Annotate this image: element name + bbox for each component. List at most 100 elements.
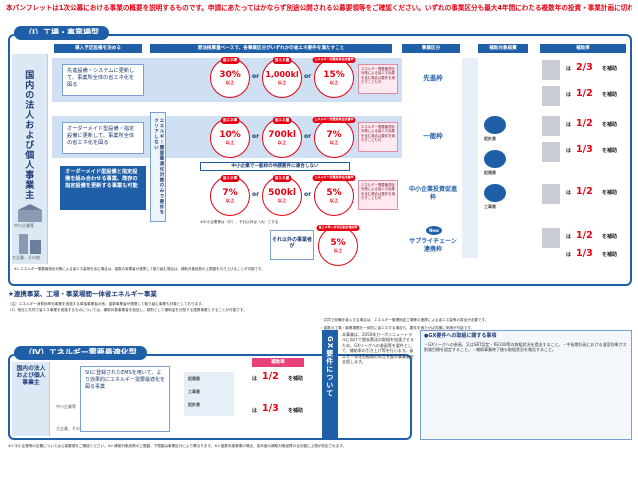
rate-suffix: を補助: [602, 252, 618, 258]
amount-label: 省エネ量: [272, 175, 292, 182]
rate-suffix: を補助: [602, 66, 618, 72]
s2-box: SIIに登録されたEMSを用いて、より効果的にエネルギー需要最適化を図る事業: [80, 366, 170, 432]
order-blue-box: オーダーメイド型設備と指定設備を組み合わせる事業、既存の指定設備を更新する事業も…: [60, 166, 146, 210]
suffix: 以上: [277, 199, 287, 204]
rate-value: 1/2: [576, 118, 593, 129]
row3-note: エネルギー需要最適化対策による省エネ効果を含む場合は要件を満たすことも可: [358, 180, 398, 210]
vertical-note-box: [150, 112, 166, 222]
category-advanced: 先進枠: [423, 74, 443, 82]
rate-suffix: を補助: [602, 234, 618, 240]
wa: は: [566, 190, 572, 196]
gx-label: GX要件について: [325, 336, 334, 398]
mid-band: 中小企業で一般枠の申請要件に適合しない: [200, 162, 350, 171]
building-icon: [542, 228, 560, 248]
rate-row: は 1/2 を補助: [540, 226, 626, 250]
s2-rate-suffix: を補助: [288, 408, 304, 414]
new-badge: New: [426, 226, 442, 235]
suffix: 以上: [277, 81, 287, 86]
intensity-label: エネルギー消費原単位改善率: [312, 175, 356, 181]
s2-equipment: 設備費: [188, 376, 200, 381]
rate-label: 省エネ率: [220, 57, 240, 64]
or-text: or: [252, 191, 260, 198]
intensity-label: エネルギー消費原単位改善率: [312, 57, 356, 63]
middle-text1: （注）エネルギー消費効率化事業を実施する単独事業者の他、複数事業者が連携して取り…: [8, 302, 205, 306]
or-text: or: [252, 73, 260, 80]
rate-value: 1/2: [576, 88, 593, 99]
row4-label: 省エネ率＋非化石割合増加率: [316, 225, 360, 231]
left-column: [12, 54, 48, 264]
rate-row: は 1/3 を補助: [540, 140, 626, 164]
building-icon: [542, 142, 560, 162]
header-criteria: 原油換算量ベースで、各事業区分がいずれかの省エネ要件を満たすこと: [150, 44, 392, 53]
rate-label: 省エネ率: [220, 117, 240, 124]
wa: は: [252, 408, 258, 414]
building-icon: [542, 184, 560, 204]
or-text: or: [252, 133, 260, 140]
s2-rate-row: は 1/3 を補助: [248, 402, 348, 422]
equipment-label: 設備費: [484, 170, 496, 175]
rate-value: 2/3: [576, 62, 593, 73]
row4-circle: 省エネ率＋非化石割合増加率 5% 以上: [316, 225, 360, 266]
row3-amount-value: 500kl: [268, 188, 296, 198]
row2-amount-circle: 省エネ量 700kl 以上: [262, 117, 302, 158]
rate-suffix: を補助: [602, 122, 618, 128]
row3-intensity-value: 5%: [326, 188, 342, 198]
sme-icon: [14, 204, 46, 222]
category-supply: サプライチェーン連携枠: [409, 238, 457, 253]
rate-row: は 1/2 を補助: [540, 182, 626, 206]
section1-title: （Ⅰ）工場・事業場型: [14, 26, 109, 40]
section1-footer: ※1 エネルギー需要最適化対策による省エネ量等を含む場合は、複数の事業者が連携し…: [14, 267, 265, 271]
construction-label: 工事費: [484, 204, 496, 209]
wa: は: [566, 92, 572, 98]
category-general: 一般枠: [423, 132, 443, 140]
header-category: 事業区分: [402, 44, 460, 53]
wa: は: [252, 376, 258, 382]
row3-amount-circle: 省エネ量 500kl 以上: [262, 175, 302, 216]
equipment-icon: [484, 150, 506, 168]
suffix: 以上: [329, 81, 339, 86]
rate-row: は 1/2 を補助: [540, 84, 626, 108]
row4-value: 5%: [330, 238, 346, 248]
gx-right-text: ・GXリーグへの参画、又はSBT認定・RE100等の取組状況を提出すること。・中…: [424, 342, 627, 353]
gx-band: [322, 330, 338, 438]
row3-rate-circle: 省エネ率 7% 以上: [210, 175, 250, 216]
wa: は: [566, 252, 572, 258]
construction-icon: [484, 184, 506, 202]
design-label: 設計費: [484, 136, 496, 141]
large-company-icon: [16, 232, 44, 254]
s2-rate-value: 1/3: [262, 403, 279, 414]
rate-suffix: を補助: [602, 92, 618, 98]
rate-row: は 1/2 を補助: [540, 114, 626, 138]
section2-title: （Ⅳ）エネルギー需要最適化型: [14, 346, 147, 360]
sme-footnote: ※中小企業等は〔中〕、それ以外は〔大〕とする: [200, 220, 279, 224]
amount-label: 省エネ量: [272, 117, 292, 124]
row1-intensity-circle: エネルギー消費原単位改善率 15% 以上: [312, 57, 356, 98]
suffix: 以上: [225, 199, 235, 204]
middle-text3: ・共同で設備を導入する場合は、エネルギー管理指定工場等の連携による省エネ量等の算…: [320, 318, 489, 322]
row1-amount-circle: 省エネ量 1,000kl 以上: [262, 57, 302, 98]
suffix: 以上: [225, 81, 235, 86]
s2-left-column: [12, 362, 50, 436]
wa: は: [566, 234, 572, 240]
middle-text4: ・複数の工場・事業場間を一体的に省エネする場合も、要件を満たせば同様に申請が可能…: [320, 326, 475, 330]
suffix: 以上: [329, 199, 339, 204]
row2-amount-value: 700kl: [268, 130, 296, 140]
row2-intensity-circle: エネルギー消費原単位改善率 7% 以上: [312, 117, 356, 158]
header-equipment: 導入予定設備を決める: [54, 44, 142, 53]
row1-note: エネルギー需要最適化対策による省エネ効果を含む場合は要件を満たすことも可: [358, 64, 398, 94]
building-icon: [542, 60, 560, 80]
row3-rate-value: 7%: [222, 188, 238, 198]
intensity-label: エネルギー消費原単位改善率: [312, 117, 356, 123]
gx-right-box: [420, 330, 632, 440]
suffix: 以上: [277, 141, 287, 146]
row1-intensity-value: 15%: [323, 70, 345, 80]
bottom-notes: ※1 中小企業等の定義については公募要領をご確認ください。※2 補助対象経費の上…: [8, 444, 347, 448]
suffix: 以上: [225, 141, 235, 146]
gx-right-title: ●GX要件への取組に関する事項: [424, 333, 497, 339]
row1-amount-value: 1,000kl: [265, 70, 299, 79]
s2-sme-label: 中小企業等: [56, 404, 76, 409]
middle-title: ★連携事業、工場・事業場間一体省エネルギー事業: [8, 290, 157, 298]
building-icon: [542, 86, 560, 106]
or-text: or: [304, 191, 312, 198]
middle-text2: （1）他社と共同で省エネ事業を実施するものについては、補助対象事業者を追加し、原…: [8, 308, 247, 312]
